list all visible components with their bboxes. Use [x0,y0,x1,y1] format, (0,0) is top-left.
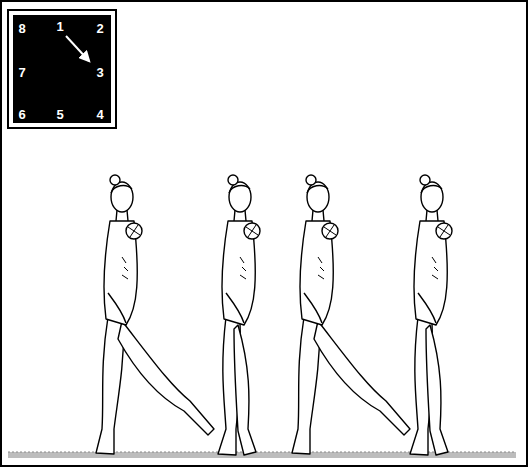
direction-number: 4 [96,108,103,121]
direction-number: 1 [56,20,63,33]
gymnast-step [96,175,214,454]
gymnast-close [218,175,260,455]
clock-frame [8,10,116,128]
gymnast-step [292,175,410,454]
gymnast-close [410,175,452,455]
direction-number: 7 [18,66,25,79]
direction-arrow [66,36,89,61]
direction-number: 3 [96,66,103,79]
clock-face [13,15,111,123]
direction-number: 8 [18,22,25,35]
direction-number: 6 [18,108,25,121]
direction-number: 2 [96,22,103,35]
direction-number: 5 [56,108,63,121]
